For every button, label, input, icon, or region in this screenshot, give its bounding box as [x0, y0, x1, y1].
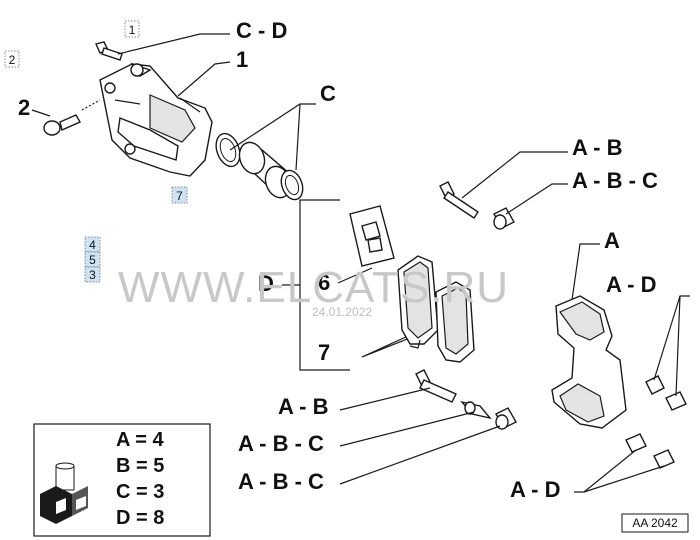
clip-kit-pack	[349, 205, 395, 267]
leader-lines-top	[117, 33, 316, 171]
diagram-code-text: AA 2042	[632, 516, 678, 530]
watermark-site: WWW.ELCATS.RU	[118, 263, 509, 312]
label-a-d-2: A - D	[510, 477, 561, 502]
housing-bolt	[95, 41, 123, 61]
label-2: 2	[18, 95, 30, 120]
label-a-b-2: A - B	[278, 394, 329, 419]
guide-bushing-lower	[495, 407, 517, 430]
callout-1[interactable]: 1	[124, 20, 140, 38]
brake-pad-outer	[409, 281, 475, 363]
callout-7[interactable]: 7	[171, 186, 188, 204]
label-a-b-c-1: A - B - C	[572, 168, 658, 193]
guide-bolt-upper	[439, 181, 479, 219]
pad-clip-lower	[625, 433, 675, 469]
callout-7-text: 7	[176, 189, 183, 203]
callout-2[interactable]: 2	[4, 50, 20, 68]
guide-sleeve-lower	[460, 400, 492, 420]
label-1: 1	[236, 47, 248, 72]
carrier-bracket	[551, 295, 627, 429]
label-a-b-c-2: A - B - C	[238, 431, 324, 456]
kit-box-icon	[40, 462, 88, 524]
callout-1-text: 1	[129, 23, 136, 37]
callout-2-text: 2	[9, 53, 16, 67]
guide-bushing-upper	[493, 207, 515, 230]
legend-item-b: B = 5	[116, 455, 164, 477]
legend-item-c: C = 3	[116, 481, 164, 503]
bleed-screw	[43, 99, 101, 136]
brake-pad-inner	[397, 255, 439, 345]
caliper-housing	[99, 62, 213, 177]
label-a-b-1: A - B	[572, 135, 623, 160]
label-c: C	[320, 81, 336, 106]
callout-4[interactable]: 4	[84, 236, 101, 253]
callout-4-text: 4	[89, 238, 96, 252]
pad-clip-upper	[645, 375, 687, 411]
diagram-code: AA 2042	[621, 513, 689, 533]
callout-5[interactable]: 5	[84, 251, 101, 268]
label-d: D	[258, 271, 274, 296]
watermark-date: 24.01.2022	[312, 305, 372, 319]
kit-legend: A = 4 B = 5 C = 3 D = 8	[33, 423, 211, 537]
dust-boot-ring	[280, 169, 304, 201]
label-a-b-c-3: A - B - C	[238, 469, 324, 494]
piston-seal-ring	[215, 132, 241, 168]
callout-3-text: 3	[89, 268, 96, 282]
label-6: 6	[318, 270, 330, 295]
label-a: A	[604, 228, 620, 253]
legend-item-a: A = 4	[116, 429, 164, 451]
legend-item-d: D = 8	[116, 507, 164, 529]
label-c-d-top: C - D	[236, 18, 287, 43]
guide-bolt-lower	[415, 369, 457, 403]
callout-5-text: 5	[89, 253, 96, 267]
label-a-d-1: A - D	[606, 272, 657, 297]
callout-3[interactable]: 3	[84, 266, 101, 283]
label-7: 7	[318, 340, 330, 365]
